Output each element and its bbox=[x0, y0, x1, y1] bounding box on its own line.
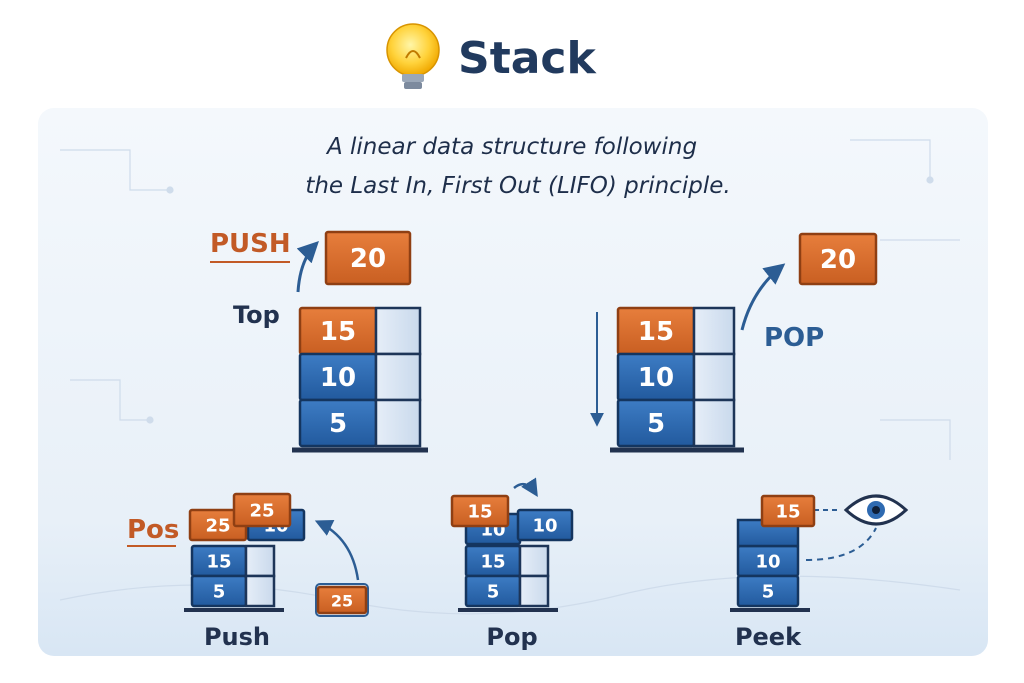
mini-peek-stack-item-1-shape bbox=[736, 574, 800, 608]
push-stack-item-0: 15 bbox=[298, 306, 378, 356]
push-stack-slot-2 bbox=[374, 398, 422, 448]
subtitle-line-1: A linear data structure following bbox=[325, 134, 697, 160]
pop-label: POP bbox=[764, 323, 824, 353]
mini-push-incoming-item-shape bbox=[316, 585, 368, 615]
mini-pop-stack-slot-1 bbox=[518, 574, 550, 608]
push-stack-slot-0 bbox=[374, 306, 422, 356]
pop-outgoing-item-label: 20 bbox=[820, 245, 856, 275]
pop-stack-item-2: 5 bbox=[616, 398, 696, 448]
pop-stack-slot-1 bbox=[692, 352, 736, 402]
mini-pop-removed-item-shape bbox=[516, 508, 574, 542]
push-stack-item-2-label: 5 bbox=[329, 409, 347, 439]
pop-arrow bbox=[740, 263, 786, 331]
mini-push-side-label: Pos bbox=[127, 515, 179, 545]
push-label: PUSH bbox=[210, 229, 291, 259]
pop-stack-item-1-label: 10 bbox=[638, 363, 674, 393]
pop-stack-item-1: 10 bbox=[616, 352, 696, 402]
mini-push-lifted-item-label: 25 bbox=[249, 501, 274, 522]
pop-stack-item-0: 15 bbox=[616, 306, 696, 356]
peek-dashed-line bbox=[805, 527, 877, 561]
push-incoming-item-shape bbox=[324, 230, 412, 286]
eye-icon bbox=[843, 494, 909, 526]
push-incoming-item-label: 20 bbox=[350, 244, 386, 274]
mini-pop-caption: Pop bbox=[486, 623, 537, 651]
mini-pop-stack-item-0-label: 15 bbox=[480, 552, 505, 573]
mini-pop-stack-item-1: 5 bbox=[464, 574, 522, 608]
push-incoming-item: 20 bbox=[324, 230, 412, 286]
mini-push-incoming-item: 25 bbox=[316, 585, 368, 615]
mini-push-top-item-label: 25 bbox=[205, 516, 230, 537]
mini-push-lifted-item-shape bbox=[232, 492, 292, 528]
pop-stack-slot-2 bbox=[692, 398, 736, 448]
mini-peek-top-item-label: 15 bbox=[775, 502, 800, 523]
push-stack-item-0-label: 15 bbox=[320, 317, 356, 347]
mini-peek-caption: Peek bbox=[735, 623, 802, 651]
mini-push-incoming-outline bbox=[315, 583, 369, 617]
pop-outgoing-item-shape bbox=[798, 232, 878, 286]
push-stack-item-1-label: 10 bbox=[320, 363, 356, 393]
mini-push-stack-item-0-label: 15 bbox=[206, 552, 231, 573]
pop-outgoing-item: 20 bbox=[798, 232, 878, 286]
push-arrow bbox=[296, 241, 319, 293]
mini-pop-arrow bbox=[513, 477, 538, 497]
pop-stack-item-2-label: 5 bbox=[647, 409, 665, 439]
mini-pop-removed-item: 10 bbox=[516, 508, 574, 542]
lightbulb-icon bbox=[386, 23, 440, 89]
mini-push-diagram: Pos Push 15510252525 bbox=[127, 492, 369, 651]
push-stack-item-2: 5 bbox=[298, 398, 378, 448]
mini-peek-stack-item-0: 10 bbox=[736, 544, 800, 578]
mini-peek-top-item: 15 bbox=[760, 494, 816, 528]
mini-push-incoming-item-label: 25 bbox=[331, 592, 353, 611]
mini-peek-stack-item-1-label: 5 bbox=[762, 582, 775, 603]
pop-stack-slot-0 bbox=[692, 306, 736, 356]
mini-push-top-item: 25 bbox=[188, 508, 248, 542]
mini-push-arrow bbox=[314, 520, 360, 581]
mini-pop-stack-item-0: 15 bbox=[464, 544, 522, 578]
push-stack-slot-1 bbox=[374, 352, 422, 402]
mini-push-stack-item-1: 5 bbox=[190, 574, 248, 608]
mini-pop-stack-item-1-label: 5 bbox=[487, 582, 500, 603]
mini-peek-stack-item-0-label: 10 bbox=[755, 552, 780, 573]
mini-pop-top-item: 15 bbox=[450, 494, 510, 528]
push-stack-item-1: 10 bbox=[298, 352, 378, 402]
push-diagram: PUSH Top 15 10 5 20 bbox=[210, 229, 428, 453]
pop-stack-item-0-label: 15 bbox=[638, 317, 674, 347]
mini-pop-top-item-label: 15 bbox=[467, 502, 492, 523]
mini-push-stack-slot-0 bbox=[244, 544, 276, 578]
mini-pop-top-item-shape bbox=[450, 494, 510, 528]
subtitle-line-2: the Last In, First Out (LIFO) principle. bbox=[305, 173, 730, 199]
top-label: Top bbox=[233, 301, 280, 329]
mini-push-stack-slot-1 bbox=[244, 574, 276, 608]
mini-push-caption: Push bbox=[204, 623, 270, 651]
mini-peek-top-item-shape bbox=[760, 494, 816, 528]
mini-peek-stack-item-1: 5 bbox=[736, 574, 800, 608]
mini-push-stack-item-0: 15 bbox=[190, 544, 248, 578]
mini-peek-diagram: Peek 10 5 15 bbox=[730, 494, 909, 651]
mini-push-lifted-item: 25 bbox=[232, 492, 292, 528]
mini-pop-stack-slot-0 bbox=[518, 544, 550, 578]
mini-push-stack-item-1-label: 5 bbox=[213, 582, 226, 603]
pop-diagram: POP 15 10 5 20 bbox=[590, 232, 878, 453]
mini-pop-removed-item-label: 10 bbox=[532, 516, 557, 537]
page-title: Stack bbox=[458, 33, 597, 84]
